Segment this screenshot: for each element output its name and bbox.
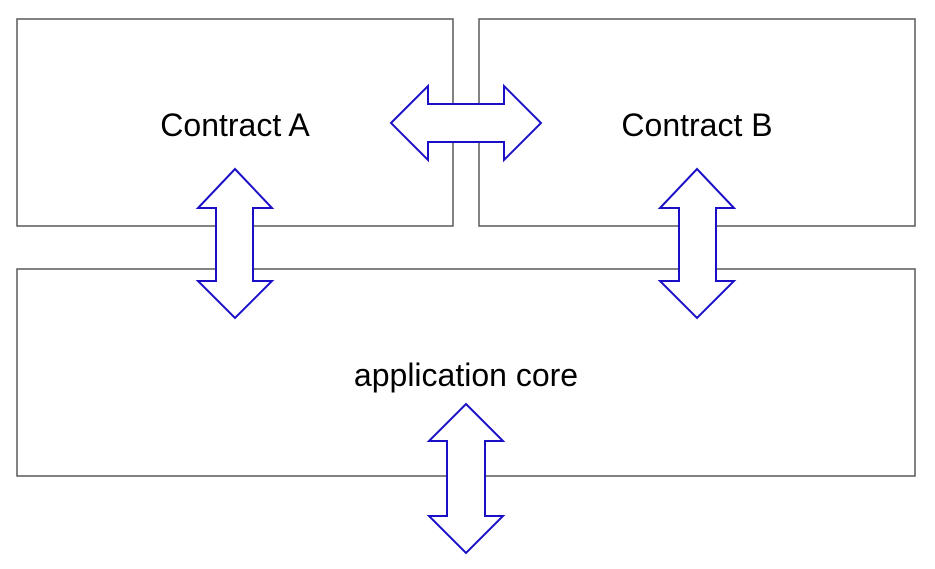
double-arrow-vertical-icon [426,402,506,555]
double-arrow-vertical-icon [195,167,275,320]
double-arrow-vertical-icon [657,167,737,320]
double-arrow-horizontal-icon [389,83,543,163]
contract-a-label: Contract A [160,107,310,143]
contract-b-label: Contract B [621,107,772,143]
application-core-label: application core [354,357,578,393]
